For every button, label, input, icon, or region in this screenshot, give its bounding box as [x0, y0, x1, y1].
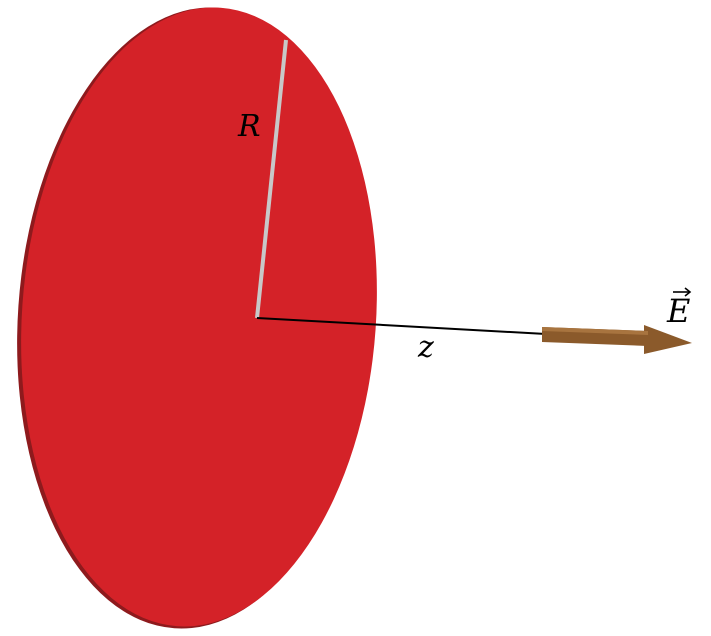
z-axis-label: z	[417, 330, 434, 365]
vector-accent-icon	[673, 287, 692, 297]
field-arrow-highlight	[542, 327, 648, 335]
radius-label: R	[237, 109, 261, 144]
disk-face	[21, 7, 377, 627]
field-label-text: E	[666, 292, 690, 330]
field-arrow-head	[644, 325, 692, 354]
z-axis-line	[256, 317, 547, 335]
radius-line	[255, 39, 288, 319]
vector-arrow-icon	[542, 325, 692, 354]
field-label: E	[666, 287, 692, 330]
